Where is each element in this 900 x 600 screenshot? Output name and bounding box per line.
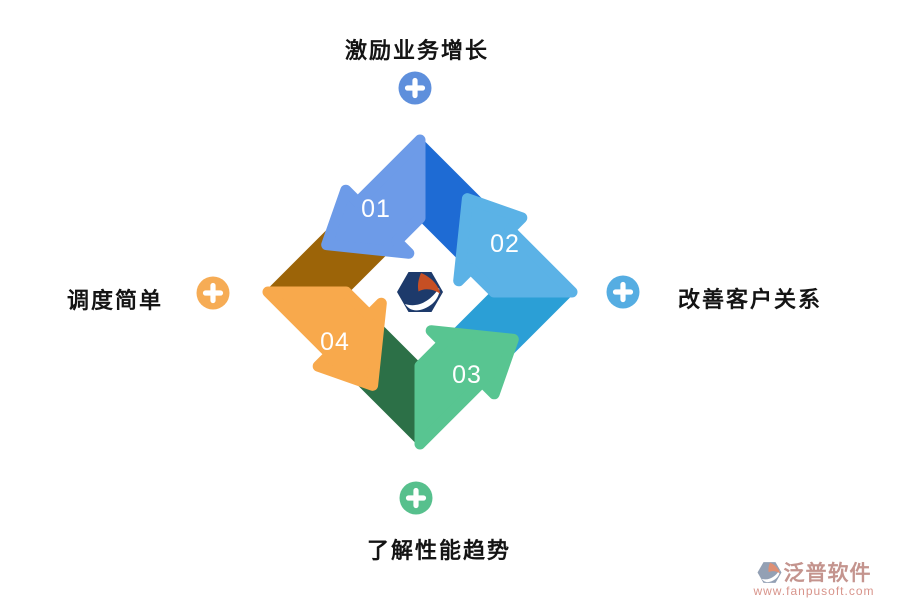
plus-icon-left xyxy=(196,276,230,310)
logo-swoosh xyxy=(405,288,440,311)
step-number-01: 01 xyxy=(361,195,391,223)
center-logo xyxy=(397,272,443,312)
plus-icon-right xyxy=(606,275,640,309)
watermark-logo-swoosh xyxy=(761,569,780,582)
step-number-03: 03 xyxy=(452,361,482,389)
plus-glyph xyxy=(612,281,634,303)
watermark-logo-icon xyxy=(757,561,781,583)
label-motivate-growth: 激励业务增长 xyxy=(344,38,490,63)
label-easy-scheduling: 调度简单 xyxy=(66,288,164,313)
ring-arrow-04 xyxy=(262,286,387,391)
plus-glyph xyxy=(202,282,224,304)
plus-icon-top xyxy=(398,71,432,105)
watermark-url: www.fanpusoft.com xyxy=(753,584,875,598)
plus-glyph xyxy=(405,487,427,509)
logo-accent-leaf xyxy=(417,273,441,294)
cycle-arrows-diagram: 01 02 03 04 xyxy=(262,134,578,450)
ring-arrow-02 xyxy=(453,193,578,298)
watermark-logo-accent xyxy=(767,562,780,574)
ring-arrow-03 xyxy=(414,325,519,450)
step-number-02: 02 xyxy=(490,230,520,258)
plus-icon-bottom xyxy=(399,481,433,515)
ring-arrow-01 xyxy=(321,134,426,259)
watermark-brand: 泛普软件 xyxy=(783,562,872,585)
watermark: 泛普软件 www.fanpusoft.com xyxy=(732,557,896,598)
plus-glyph xyxy=(404,77,426,99)
label-understand-performance-trends: 了解性能趋势 xyxy=(366,538,512,563)
label-improve-customer-relations: 改善客户关系 xyxy=(677,287,823,312)
step-number-04: 04 xyxy=(320,328,350,356)
